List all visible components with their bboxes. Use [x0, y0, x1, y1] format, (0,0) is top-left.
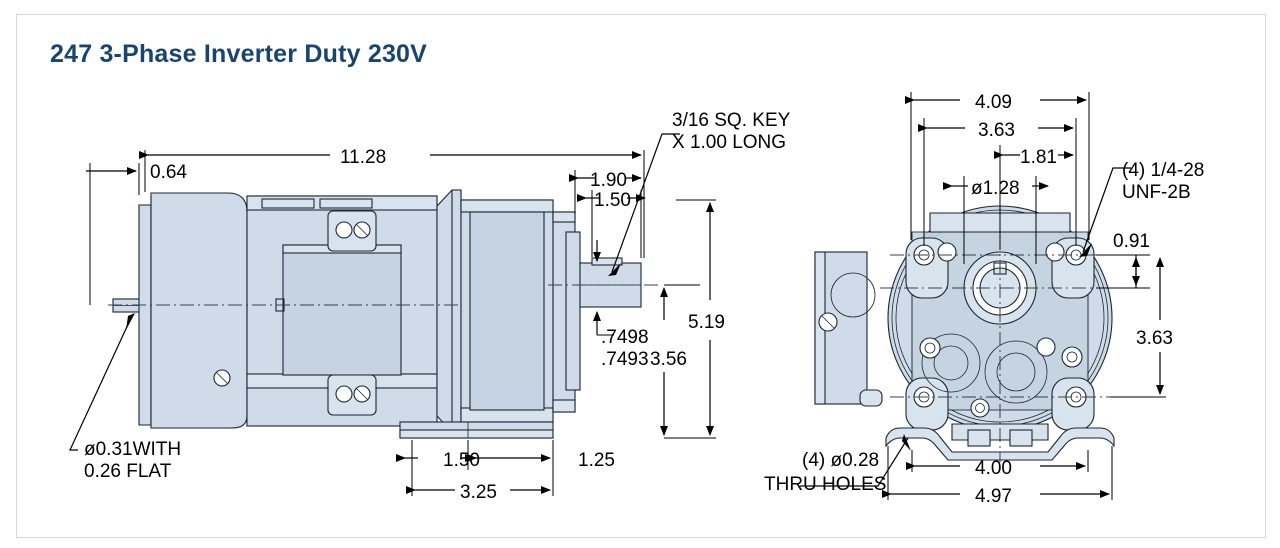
- dim-offset-left: 0.64: [150, 162, 187, 183]
- dim-overall-length: 11.28: [340, 147, 386, 168]
- dim-foot-offset: 1.25: [578, 450, 615, 471]
- callout-tapped-holes-line2: UNF-2B: [1122, 182, 1191, 203]
- callout-thru-holes-line2: THRU HOLES: [764, 474, 886, 495]
- dim-base-outer: 4.97: [975, 486, 1012, 507]
- callout-tapped-holes: (4) 1/4-28: [1122, 160, 1204, 181]
- callout-thru-holes: (4) ø0.28: [802, 450, 879, 471]
- dim-boss-height: 0.91: [1113, 231, 1150, 252]
- dim-bolt-circle-outer: 4.09: [975, 92, 1012, 113]
- dim-pilot-offset: 1.81: [1020, 147, 1057, 168]
- dim-pilot-dia: ø1.28: [971, 178, 1020, 199]
- front-view-geometry: [814, 188, 1120, 462]
- dim-shaft-dia-upper: .7498: [601, 327, 649, 348]
- callout-key: 3/16 SQ. KEY: [672, 110, 791, 131]
- dim-base-inner: 4.00: [975, 458, 1012, 479]
- dim-overall-height: 5.19: [688, 312, 725, 333]
- dim-foot-slot: 1.50: [443, 450, 480, 471]
- dim-shaft-extension: 1.90: [590, 170, 627, 191]
- callout-key-line2: X 1.00 LONG: [672, 132, 786, 153]
- callout-input-shaft-line2: 0.26 FLAT: [84, 461, 172, 482]
- callout-input-shaft: ø0.31WITH: [84, 439, 181, 460]
- dim-center-to-base: 3.56: [650, 349, 687, 370]
- dim-foot-span: 3.25: [460, 482, 497, 503]
- dim-bolt-circle: 3.63: [978, 120, 1015, 141]
- front-view-dimensions: 4.09 3.63 1.81 ø1.28 (4) 1/4-28 UNF-2B: [764, 92, 1204, 507]
- page-title: 247 3-Phase Inverter Duty 230V: [50, 40, 428, 68]
- dim-shaft-usable: 1.50: [594, 190, 631, 211]
- side-view-geometry: [108, 189, 660, 439]
- dim-shaft-dia-lower: .7493: [601, 349, 649, 370]
- side-view-dimensions: 0.64 11.28 1.90 1.50 3/16 SQ. KEY X 1.00…: [69, 110, 791, 503]
- dim-vertical-span: 3.63: [1136, 328, 1173, 349]
